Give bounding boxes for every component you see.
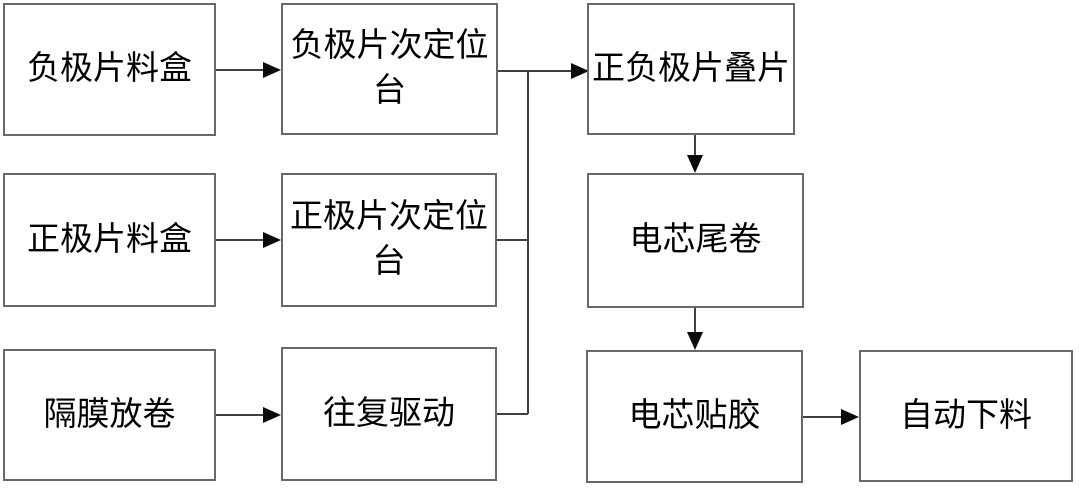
node-stacking: 正负极片叠片: [587, 3, 795, 135]
edge-pos-magazine-to-pos-positioning: [216, 232, 281, 248]
node-cell-taping: 电芯贴胶: [586, 350, 803, 483]
node-neg-sheet-magazine: 负极片料盒: [3, 3, 216, 136]
node-pos-sheet-positioning: 正极片次定位台: [281, 173, 497, 307]
node-auto-unloading: 自动下料: [859, 350, 1073, 482]
node-neg-sheet-positioning: 负极片次定位台: [281, 3, 498, 135]
node-label: 正极片次定位台: [290, 199, 488, 280]
node-label: 电芯尾卷: [629, 222, 762, 259]
node-label: 往复驱动: [323, 395, 455, 432]
node-reciprocating-drive: 往复驱动: [281, 347, 497, 481]
node-label: 负极片料盒: [27, 51, 192, 88]
node-pos-sheet-magazine: 正极片料盒: [3, 173, 216, 307]
edge-neg-magazine-to-neg-positioning: [216, 62, 281, 78]
node-cell-tail-winding: 电芯尾卷: [587, 173, 804, 308]
edge-separator-to-reciprocating: [216, 407, 281, 423]
edge-taping-to-unloading: [803, 409, 859, 425]
edge-neg-positioning-to-stacking: [498, 63, 589, 79]
node-separator-unwind: 隔膜放卷: [3, 349, 216, 481]
node-label: 电芯贴胶: [628, 398, 761, 435]
edge-tail-winding-to-taping: [687, 308, 703, 350]
edge-stacking-to-tail-winding: [687, 135, 703, 173]
node-label: 负极片次定位台: [290, 28, 489, 109]
node-label: 自动下料: [900, 397, 1032, 434]
node-label: 正极片料盒: [27, 221, 192, 258]
node-label: 正负极片叠片: [592, 50, 790, 87]
node-label: 隔膜放卷: [43, 396, 176, 433]
